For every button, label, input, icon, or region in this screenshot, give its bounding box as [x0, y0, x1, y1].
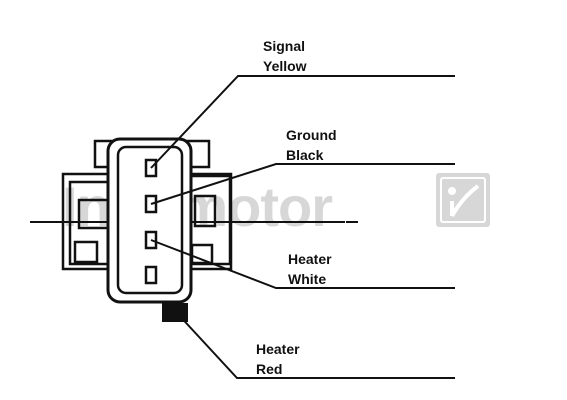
- leader-heater-white: [150, 239, 455, 289]
- label-signal-function: Signal: [263, 38, 305, 54]
- leader-lines: [150, 75, 455, 379]
- latch-block: [162, 303, 188, 322]
- leader-ground: [150, 163, 455, 205]
- connector-plug: [106, 137, 193, 322]
- label-ground-function: Ground: [286, 127, 337, 143]
- label-heater-red-function: Heater: [256, 341, 300, 357]
- label-signal-color: Yellow: [263, 58, 307, 74]
- label-ground-color: Black: [286, 147, 324, 163]
- leader-heater-red: [175, 311, 455, 379]
- label-heater-red-color: Red: [256, 361, 282, 377]
- pin-4: [144, 265, 158, 285]
- wire-labels: Signal Yellow Ground Black Heater White …: [256, 38, 337, 377]
- label-heater-white-color: White: [288, 271, 326, 287]
- intermotor-logo-icon: [436, 173, 490, 227]
- label-heater-white-function: Heater: [288, 251, 332, 267]
- leader-signal: [150, 75, 455, 169]
